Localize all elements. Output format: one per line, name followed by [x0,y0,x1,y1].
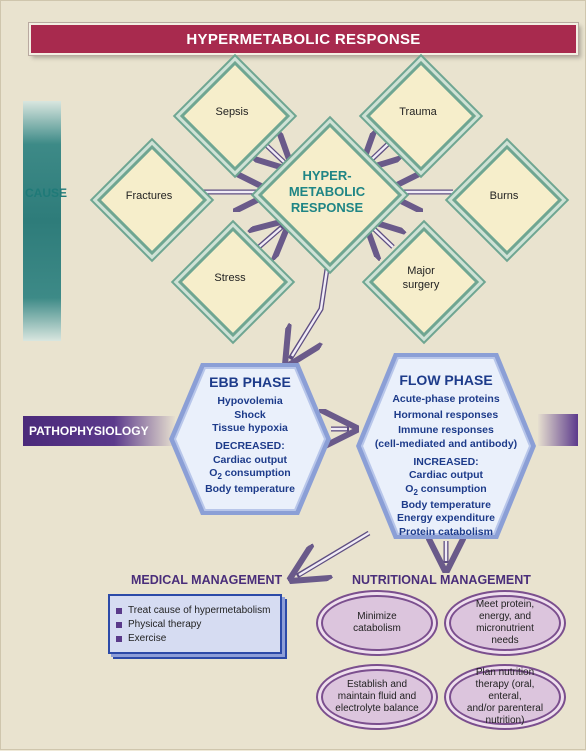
flow-increased-label: INCREASED: [413,455,479,468]
cause-trauma-label: Trauma [399,106,437,119]
flow-phase-content: FLOW PHASE Acute-phase proteins Hormonal… [374,371,518,539]
arrow-to-ebb [290,268,330,359]
cause-trauma: Trauma [365,60,477,172]
ebb-decreased-item: Cardiac output [212,453,288,466]
flow-increased-item: Energy expenditure [396,512,496,525]
medical-item: Exercise [116,632,274,646]
pathophysiology-band-tail [538,414,578,446]
cause-burns-label: Burns [489,190,519,203]
cause-fractures-label: Fractures [125,190,173,203]
ebb-phase-hexagon [169,363,331,515]
cause-band [23,101,61,341]
flow-item: Hormonal responses [393,408,499,421]
flow-item: (cell-mediated and antibody) [374,438,518,451]
cause-sepsis-label: Sepsis [215,106,249,119]
medical-item: Physical therapy [116,618,274,632]
pathophysiology-label: PATHOPHYSIOLOGY [29,424,149,438]
flow-phase-title: FLOW PHASE [399,372,493,388]
pathophysiology-band: PATHOPHYSIOLOGY [23,416,175,446]
ebb-phase-content: EBB PHASE Hypovolemia Shock Tissue hypox… [187,373,313,497]
medical-item: Treat cause of hypermetabolism [116,604,274,618]
ebb-item: Hypovolemia [217,395,283,408]
bullet-icon [116,622,122,628]
cause-label: CAUSE [25,186,68,200]
flow-item: Immune responses [398,424,494,437]
page-title: HYPERMETABOLIC RESPONSE [29,23,578,55]
cause-fractures: Fractures [96,144,208,256]
flow-phase-hexagon [356,353,536,539]
flow-increased-item: Body temperature [401,498,491,511]
nutritional-management-title: NUTRITIONAL MANAGEMENT [352,573,531,587]
flow-increased-item: O2 consumption [405,483,487,498]
ebb-item: Tissue hypoxia [212,422,288,435]
cause-stress: Stress [177,226,289,338]
medical-management-title: MEDICAL MANAGEMENT [131,573,283,587]
flow-increased-item: Cardiac output [408,469,484,482]
ebb-item: Shock [234,408,266,421]
flow-increased-item: Protein catabolism [399,525,493,538]
cause-stress-label: Stress [214,272,246,285]
medical-management-box: Treat cause of hypermetabolism Physical … [108,594,282,654]
bullet-icon [116,636,122,642]
ebb-phase-title: EBB PHASE [209,374,291,390]
ebb-decreased-item: Body temperature [205,482,295,495]
cause-burns: Burns [451,144,563,256]
flow-item: Acute-phase proteins [392,393,500,406]
cause-sepsis: Sepsis [179,60,291,172]
ebb-decreased-label: DECREASED: [215,440,285,453]
ebb-decreased-item: O2 consumption [209,467,291,482]
bullet-icon [116,608,122,614]
